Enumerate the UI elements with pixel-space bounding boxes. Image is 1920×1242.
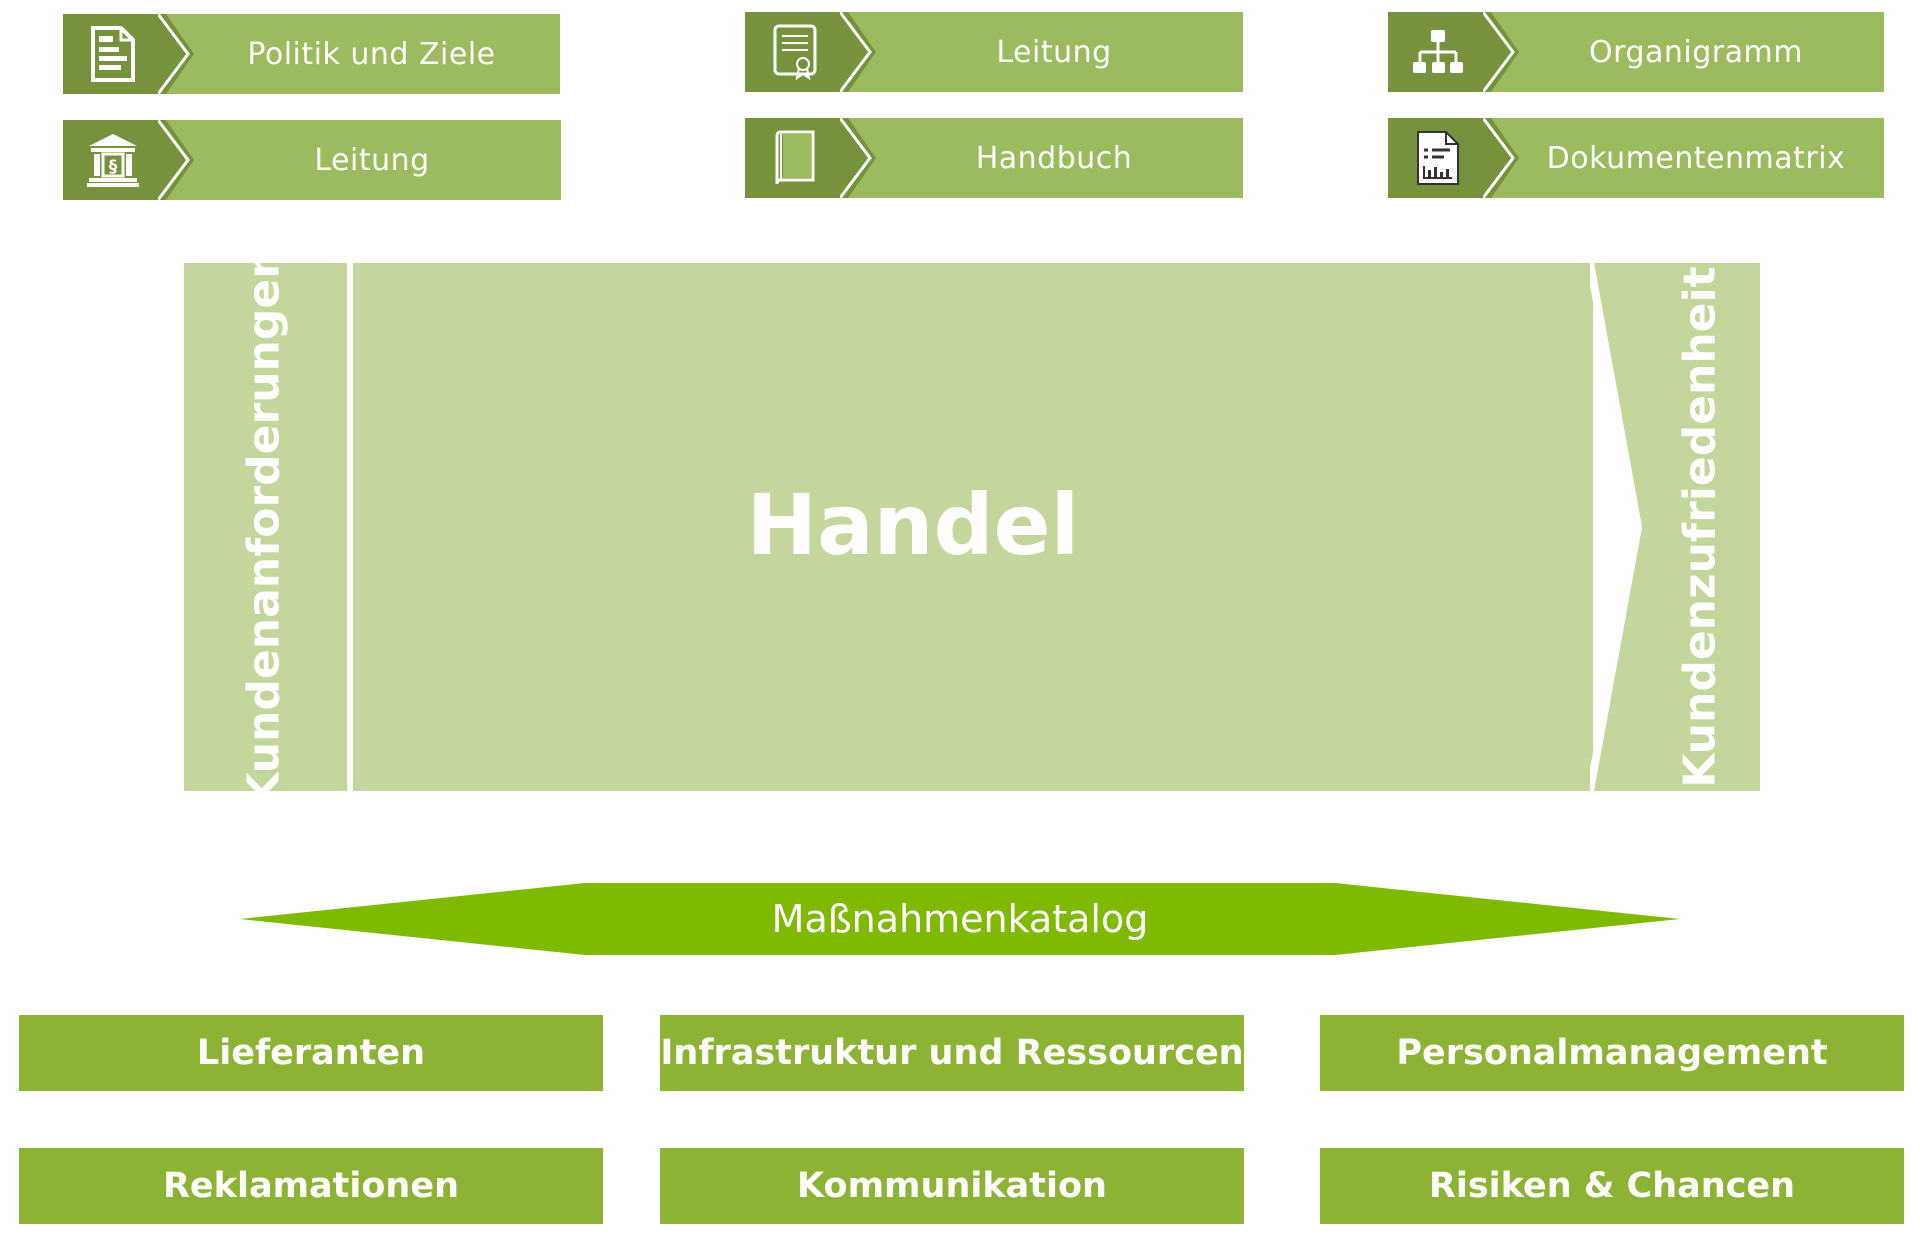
process-title: Handel [746, 476, 1080, 574]
tile-icon-box [63, 14, 158, 94]
tile-arrow [840, 118, 876, 198]
document-list-icon [91, 26, 135, 82]
customer-satisfaction-label: Kundenzufriedenheit [1674, 266, 1726, 788]
catalog-label: Maßnahmenkatalog [771, 897, 1149, 941]
tile-label: Politik und Ziele [247, 36, 496, 72]
box-infrastruktur[interactable]: Infrastruktur und Ressourcen [660, 1015, 1244, 1091]
tile-dokumentenmatrix[interactable]: Dokumentenmatrix [1388, 118, 1884, 198]
tile-arrow [1483, 118, 1519, 198]
tile-arrow [840, 12, 876, 92]
tile-arrow [158, 120, 194, 200]
box-reklamationen[interactable]: Reklamationen [19, 1148, 603, 1224]
tile-label: Leitung [314, 142, 430, 178]
tile-label: Dokumentenmatrix [1546, 140, 1846, 176]
customer-requirements-label: Kundenanforderungen [238, 247, 290, 807]
tile-icon-box [1388, 118, 1483, 198]
tile-handbuch[interactable]: Handbuch [745, 118, 1243, 198]
book-icon [775, 130, 815, 185]
tile-arrow [158, 14, 194, 94]
tile-leitung-certificate[interactable]: Leitung [745, 12, 1243, 92]
tile-icon-box: § [63, 120, 158, 200]
report-document-icon [1417, 131, 1459, 185]
svg-text:§: § [109, 157, 118, 177]
tile-organigramm[interactable]: Organigramm [1388, 12, 1884, 92]
tile-arrow [1483, 12, 1519, 92]
process-band: Handel [353, 263, 1593, 791]
org-chart-icon [1413, 30, 1463, 73]
customer-satisfaction-band: Kundenzufriedenheit [1590, 263, 1760, 791]
customer-requirements-band: Kundenanforderungen [184, 247, 347, 807]
certificate-icon [773, 24, 817, 80]
box-risiken-chancen[interactable]: Risiken & Chancen [1320, 1148, 1904, 1224]
process-arrow-shape [1590, 263, 1760, 791]
tile-politik-und-ziele[interactable]: Politik und Ziele [63, 14, 560, 94]
catalog-hexagon [240, 883, 1680, 955]
tile-label: Leitung [996, 34, 1112, 70]
box-kommunikation[interactable]: Kommunikation [660, 1148, 1244, 1224]
tile-leitung-law[interactable]: § Leitung [63, 120, 561, 200]
tile-label: Handbuch [975, 140, 1133, 176]
box-lieferanten[interactable]: Lieferanten [19, 1015, 603, 1091]
tile-icon-box [1388, 12, 1483, 92]
tile-label: Organigramm [1589, 34, 1803, 70]
box-personalmanagement[interactable]: Personalmanagement [1320, 1015, 1904, 1091]
tile-icon-box [745, 12, 840, 92]
measures-catalog[interactable]: Maßnahmenkatalog [240, 883, 1680, 955]
law-building-icon: § [87, 134, 139, 187]
tile-icon-box [745, 118, 840, 198]
